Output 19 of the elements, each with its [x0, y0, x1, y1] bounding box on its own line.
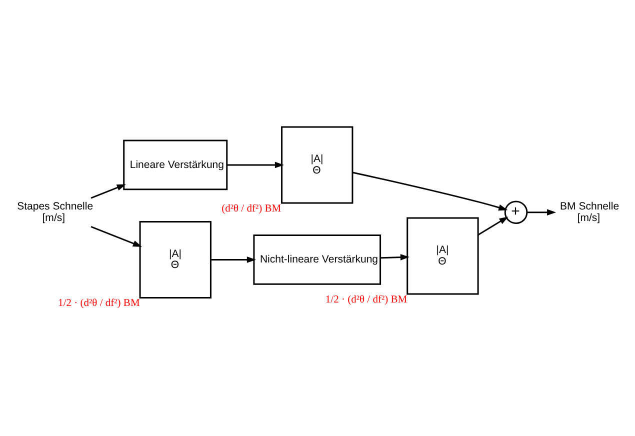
arrow	[226, 162, 284, 168]
arrow	[380, 254, 410, 260]
arrow	[90, 184, 126, 199]
node-box: |A| Θ	[281, 126, 354, 204]
node-box: Lineare Verstärkung	[123, 140, 228, 190]
node-text: Stapes Schnelle [m/s]	[17, 200, 94, 224]
arrow	[210, 256, 256, 263]
node-text: BM Schnelle [m/s]	[560, 200, 620, 224]
arrow	[478, 216, 508, 236]
node-label: 1/2 · (d²θ / df²) BM	[58, 298, 140, 310]
arrow	[527, 209, 556, 216]
node-label: 1/2 · (d²θ / df²) BM	[325, 294, 408, 306]
arrow	[90, 226, 142, 247]
node-circle: +	[504, 200, 528, 224]
node-box: |A| Θ	[406, 217, 479, 295]
node-box: Nicht-lineare Verstärkung	[253, 234, 382, 285]
arrow	[352, 172, 508, 211]
node-label: (d²θ / df²) BM	[222, 203, 282, 214]
node-box: |A| Θ	[139, 221, 212, 298]
